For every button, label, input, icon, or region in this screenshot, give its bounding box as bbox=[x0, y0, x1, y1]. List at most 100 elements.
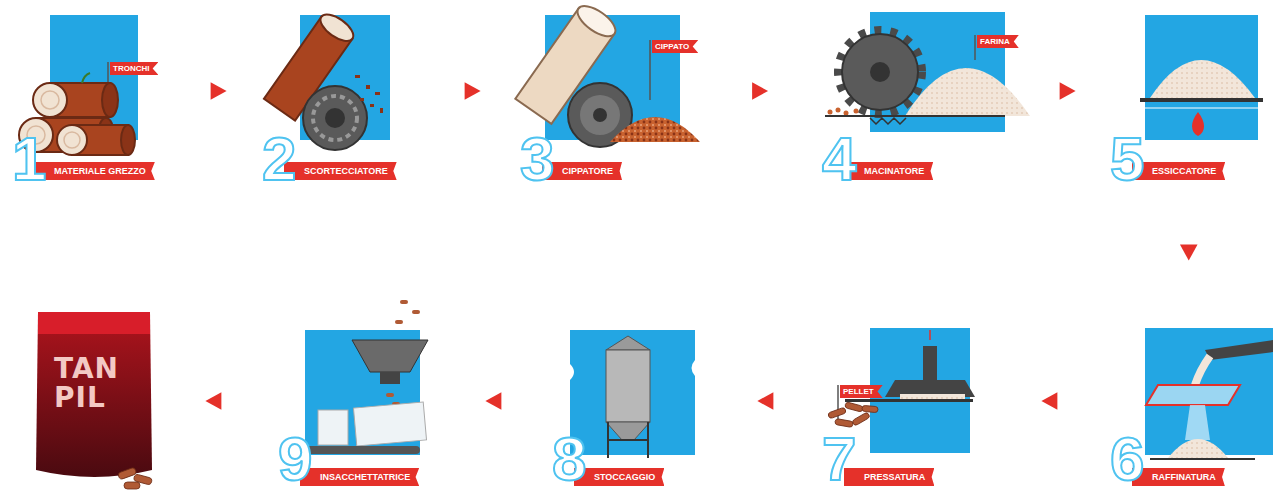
debarker-drum bbox=[303, 86, 367, 150]
process-step: 1MATERIALE GREZZO bbox=[12, 10, 172, 190]
step-number: 1 bbox=[12, 128, 46, 190]
flow-arrow bbox=[152, 392, 278, 410]
bag-body bbox=[36, 312, 152, 477]
step-ribbon: SCORTECCIATORE bbox=[284, 162, 397, 180]
process-step: 8STOCCAGGIO bbox=[552, 312, 712, 490]
press-stem bbox=[923, 346, 937, 380]
bag bbox=[353, 402, 426, 446]
pellet-bag bbox=[36, 312, 152, 489]
process-step: 9INSACCHETTATRICE bbox=[278, 312, 438, 490]
bagging-panel bbox=[305, 300, 428, 455]
dryer-panel bbox=[1140, 15, 1263, 140]
chipper-panel bbox=[515, 0, 700, 147]
step-label: STOCCAGGIO bbox=[594, 471, 655, 483]
flow-arrow bbox=[695, 82, 822, 100]
flag-pole bbox=[974, 35, 976, 60]
arrowhead bbox=[1041, 392, 1057, 410]
flow-arrow bbox=[1022, 82, 1110, 100]
step-ribbon: RAFFINATURA bbox=[1132, 468, 1225, 486]
pellets bbox=[118, 467, 153, 489]
step-ribbon: PRESSATURA bbox=[844, 468, 934, 486]
chip-pile bbox=[610, 117, 700, 142]
silo-panel bbox=[570, 330, 695, 458]
blue-square bbox=[1145, 15, 1258, 140]
base-line bbox=[825, 115, 1005, 117]
arrowhead bbox=[485, 392, 501, 410]
silo-cone bbox=[606, 422, 650, 440]
process-step: 6RAFFINATURA bbox=[1110, 312, 1270, 490]
spout bbox=[380, 372, 400, 384]
conveyor bbox=[1205, 340, 1273, 360]
arrowhead bbox=[211, 82, 227, 100]
grinder-wheel bbox=[838, 30, 922, 114]
press-arrow bbox=[929, 330, 931, 340]
arrowhead bbox=[1180, 245, 1198, 261]
bark-chips bbox=[355, 75, 383, 113]
step-number: 7 bbox=[822, 428, 856, 490]
step-label: RAFFINATURA bbox=[1152, 471, 1216, 483]
flow-arrow bbox=[172, 82, 262, 100]
step-label: ESSICCATORE bbox=[1152, 165, 1216, 177]
flame bbox=[1192, 112, 1204, 136]
hopper bbox=[352, 340, 428, 372]
product-bag: TAN PIL bbox=[36, 312, 152, 472]
step-ribbon: ESSICCATORE bbox=[1132, 162, 1225, 180]
flow-arrow bbox=[438, 392, 552, 410]
flag-label: CIPPATO bbox=[652, 40, 698, 53]
refining-panel bbox=[1145, 328, 1273, 459]
brand-name: TAN PIL bbox=[54, 354, 130, 413]
step-number: 4 bbox=[822, 128, 856, 190]
conveyor bbox=[305, 446, 420, 454]
arrowhead bbox=[757, 392, 773, 410]
bag-top bbox=[38, 312, 150, 334]
dryer-plate bbox=[1140, 98, 1263, 102]
step-label: PRESSATURA bbox=[864, 471, 925, 483]
sieve bbox=[1146, 385, 1240, 405]
flow-arrow bbox=[1180, 190, 1198, 312]
silo-roof bbox=[606, 336, 650, 350]
flour-pile bbox=[1168, 439, 1228, 458]
bag bbox=[318, 410, 348, 445]
chip-bits bbox=[828, 108, 859, 116]
base-line bbox=[1150, 458, 1255, 460]
flow-arrow bbox=[992, 392, 1110, 410]
process-step: 7PRESSATURA bbox=[822, 312, 992, 490]
step-number: 9 bbox=[278, 428, 312, 490]
arrowhead bbox=[752, 82, 768, 100]
step-ribbon: STOCCAGGIO bbox=[574, 468, 664, 486]
flow-arrow bbox=[422, 82, 520, 100]
silo-body bbox=[606, 350, 650, 422]
step-label: CIPPATORE bbox=[562, 165, 613, 177]
step-number: 5 bbox=[1110, 128, 1144, 190]
blue-square bbox=[570, 330, 695, 455]
process-step: 2SCORTECCIATORE bbox=[262, 10, 422, 190]
silo-legs bbox=[608, 422, 648, 458]
flow-arrow bbox=[712, 392, 822, 410]
blue-square bbox=[1145, 328, 1273, 455]
flour-pile bbox=[1150, 60, 1255, 98]
flag-pole bbox=[649, 40, 651, 100]
line bbox=[1140, 108, 1263, 109]
step-label: INSACCHETTATRICE bbox=[320, 471, 410, 483]
step-label: SCORTECCIATORE bbox=[304, 165, 388, 177]
step-number: 2 bbox=[262, 128, 296, 190]
arrowhead bbox=[465, 82, 481, 100]
powder-stream bbox=[1195, 356, 1210, 385]
press-plate bbox=[845, 399, 973, 402]
step-number: 3 bbox=[520, 128, 554, 190]
powder-fall bbox=[1185, 405, 1210, 440]
flour-pile bbox=[905, 68, 1030, 116]
process-step: 5ESSICCATORE bbox=[1110, 10, 1265, 190]
step-ribbon: MACINATORE bbox=[844, 162, 933, 180]
arrowhead bbox=[1060, 82, 1076, 100]
step-number: 6 bbox=[1110, 428, 1144, 490]
step-ribbon: MATERIALE GREZZO bbox=[34, 162, 155, 180]
grinder-panel bbox=[825, 12, 1030, 132]
pellets bbox=[828, 402, 879, 428]
screen bbox=[870, 118, 906, 124]
step-number: 8 bbox=[552, 428, 586, 490]
arrowhead bbox=[205, 392, 221, 410]
